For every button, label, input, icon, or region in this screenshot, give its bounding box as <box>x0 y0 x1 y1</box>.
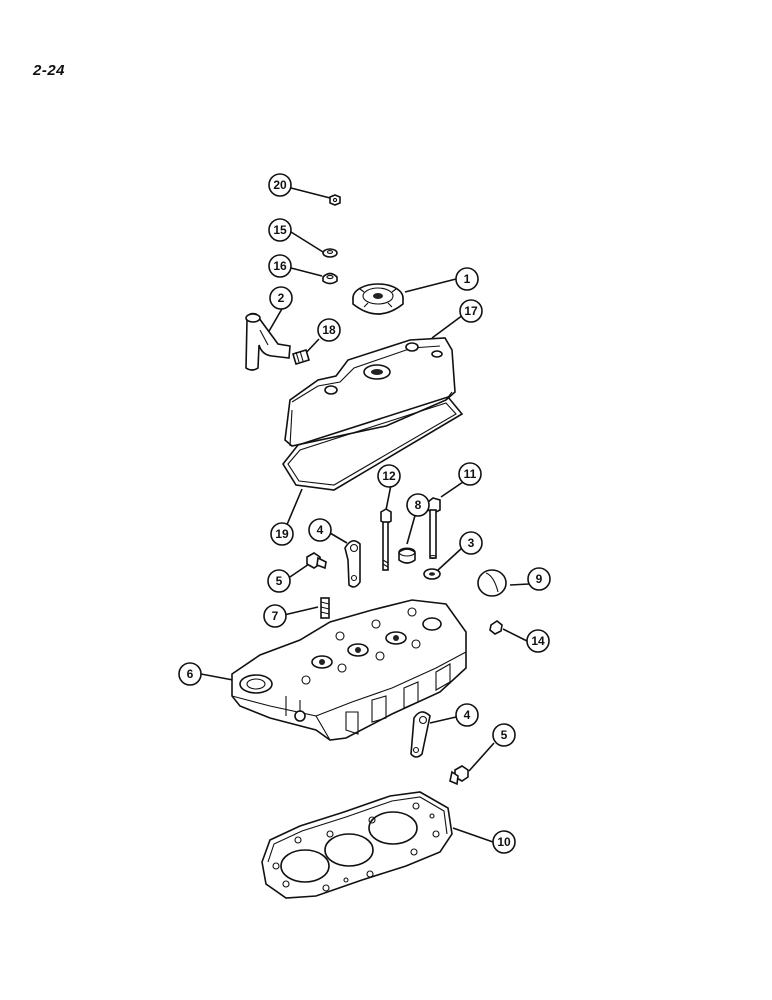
svg-text:8: 8 <box>415 498 422 512</box>
callout-8: 8 <box>406 493 430 517</box>
fitting-part-18 <box>292 348 310 366</box>
callout-3: 3 <box>459 531 483 555</box>
callout-5-lower: 5 <box>492 723 516 747</box>
callout-14: 14 <box>526 629 550 653</box>
callout-2: 2 <box>269 286 293 310</box>
callouts: 20 15 16 1 2 18 17 12 <box>178 173 551 854</box>
bolt-part-11 <box>427 497 441 560</box>
sleeve-part-8 <box>398 547 416 564</box>
svg-text:17: 17 <box>464 304 478 318</box>
bracket-part-4-upper <box>344 540 361 588</box>
grommet-part-16 <box>322 272 338 285</box>
bracket-part-4-lower <box>410 711 431 758</box>
stud-part-7 <box>320 597 330 619</box>
svg-text:16: 16 <box>273 259 287 273</box>
svg-text:5: 5 <box>276 574 283 588</box>
callout-15: 15 <box>268 218 292 242</box>
svg-text:19: 19 <box>275 527 289 541</box>
callout-7: 7 <box>263 604 287 628</box>
head-gasket-part-10 <box>261 791 453 899</box>
svg-text:1: 1 <box>464 272 471 286</box>
filler-cap-part-1 <box>352 283 404 315</box>
svg-text:3: 3 <box>468 536 475 550</box>
callout-20: 20 <box>268 173 292 197</box>
svg-text:4: 4 <box>317 523 324 537</box>
callout-18: 18 <box>317 318 341 342</box>
nut-part-20 <box>329 194 341 206</box>
plug-part-14 <box>489 620 503 635</box>
svg-text:10: 10 <box>497 835 511 849</box>
washer-part-3 <box>423 568 441 580</box>
svg-text:9: 9 <box>536 572 543 586</box>
callout-4-lower: 4 <box>455 703 479 727</box>
plug-part-9 <box>477 569 507 597</box>
cylinder-head-part-6 <box>231 599 467 741</box>
washer-part-15 <box>322 248 338 258</box>
svg-text:20: 20 <box>273 178 287 192</box>
svg-text:11: 11 <box>464 467 477 481</box>
callout-6: 6 <box>178 662 202 686</box>
bolt-part-5-lower <box>449 765 469 786</box>
svg-text:15: 15 <box>273 223 287 237</box>
svg-text:2: 2 <box>278 291 285 305</box>
callout-1: 1 <box>455 267 479 291</box>
callout-10: 10 <box>492 830 516 854</box>
callout-16: 16 <box>268 254 292 278</box>
callout-4-upper: 4 <box>308 518 332 542</box>
breather-hose-part-2 <box>245 312 291 371</box>
callout-11: 11 <box>458 462 482 486</box>
svg-text:5: 5 <box>501 728 508 742</box>
svg-text:14: 14 <box>531 634 545 648</box>
callout-5-upper: 5 <box>267 569 291 593</box>
svg-text:18: 18 <box>322 323 336 337</box>
svg-text:12: 12 <box>382 469 396 483</box>
page-number: 2-24 <box>33 62 66 79</box>
callout-12: 12 <box>377 464 401 488</box>
callout-19: 19 <box>270 522 294 546</box>
bolt-part-12 <box>380 508 392 571</box>
svg-text:7: 7 <box>272 609 279 623</box>
gasket-part-19 <box>282 396 464 491</box>
valve-cover-part-17 <box>284 337 456 447</box>
bolt-part-5-upper <box>306 552 327 570</box>
callout-9: 9 <box>527 567 551 591</box>
callout-17: 17 <box>459 299 483 323</box>
leader-lines <box>200 187 530 843</box>
svg-text:6: 6 <box>187 667 194 681</box>
svg-text:4: 4 <box>464 708 471 722</box>
